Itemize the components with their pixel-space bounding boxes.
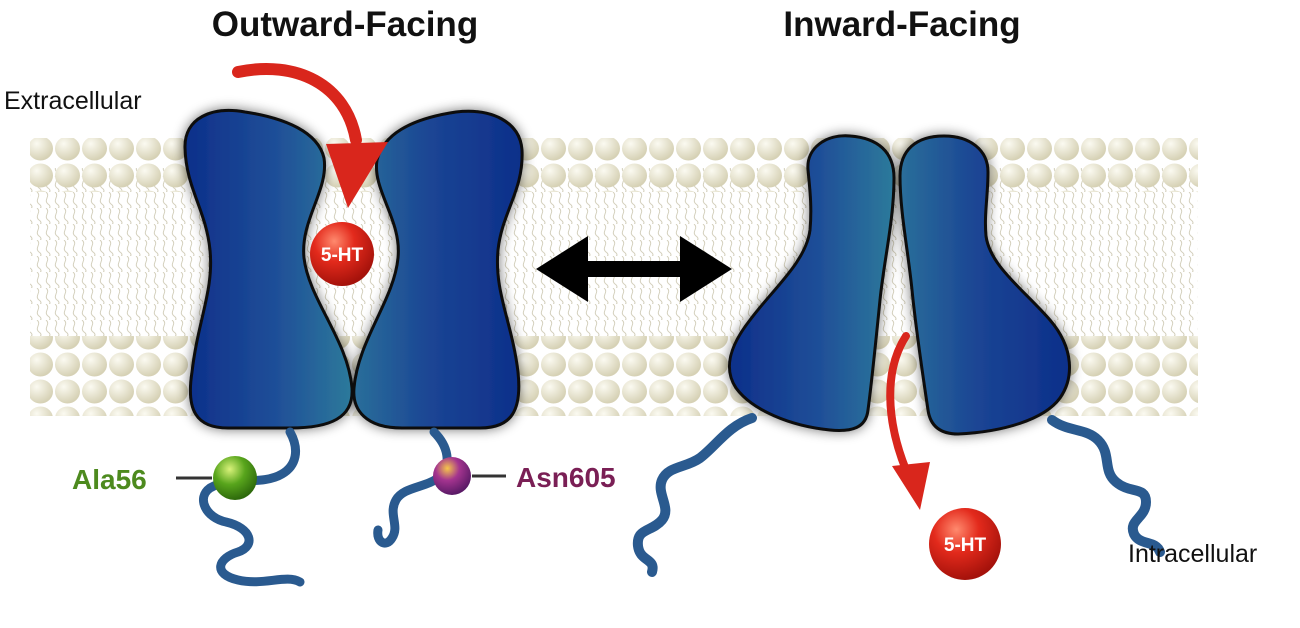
inward-facing-transporter: [727, 134, 1071, 436]
curved-arrow-shaft-in: [232, 63, 362, 146]
outward-n-terminus-ribbon: [199, 427, 305, 587]
double-arrow-right-head: [680, 236, 732, 302]
inward-right-subunit: [898, 134, 1071, 436]
ball-sphere: [929, 508, 1001, 580]
inward-n-terminus-ribbon: [632, 413, 757, 577]
curved-arrow-head-in: [326, 142, 388, 208]
substrate-release-arrow: [886, 332, 930, 510]
ala56-label: Ala56: [72, 464, 147, 495]
conformational-change-double-arrow: [536, 236, 732, 302]
ball-label: 5-HT: [944, 535, 987, 556]
asn605-marker: Asn605: [433, 457, 616, 495]
inward-facing-title: Inward-Facing: [783, 5, 1020, 44]
ala56-marker: Ala56: [72, 456, 257, 500]
ball-sphere: [310, 222, 374, 286]
outward-c-terminus-ribbon: [373, 427, 452, 548]
intracellular-label: Intracellular: [1128, 540, 1257, 568]
asn605-sphere: [433, 457, 471, 495]
inward-left-subunit: [727, 134, 896, 432]
arrow-shaft-out: [886, 332, 910, 474]
ball-label: 5-HT: [321, 245, 364, 266]
inward-c-terminus-ribbon: [1047, 415, 1165, 557]
extracellular-label: Extracellular: [4, 87, 142, 115]
substrate-entry-arrow: [232, 63, 388, 208]
serotonin-ball-outward: 5-HT: [310, 222, 374, 286]
double-arrow-shaft: [578, 261, 688, 277]
outward-right-subunit: [352, 109, 524, 430]
double-arrow-left-head: [536, 236, 588, 302]
ala56-sphere: [213, 456, 257, 500]
arrow-head-out: [892, 462, 930, 510]
ribbon-tails: [199, 413, 1165, 587]
asn605-label: Asn605: [516, 462, 616, 493]
outward-facing-title: Outward-Facing: [212, 5, 478, 44]
outward-facing-transporter: [183, 109, 524, 430]
outward-left-subunit: [183, 109, 354, 430]
serotonin-ball-inward: 5-HT: [929, 508, 1001, 580]
